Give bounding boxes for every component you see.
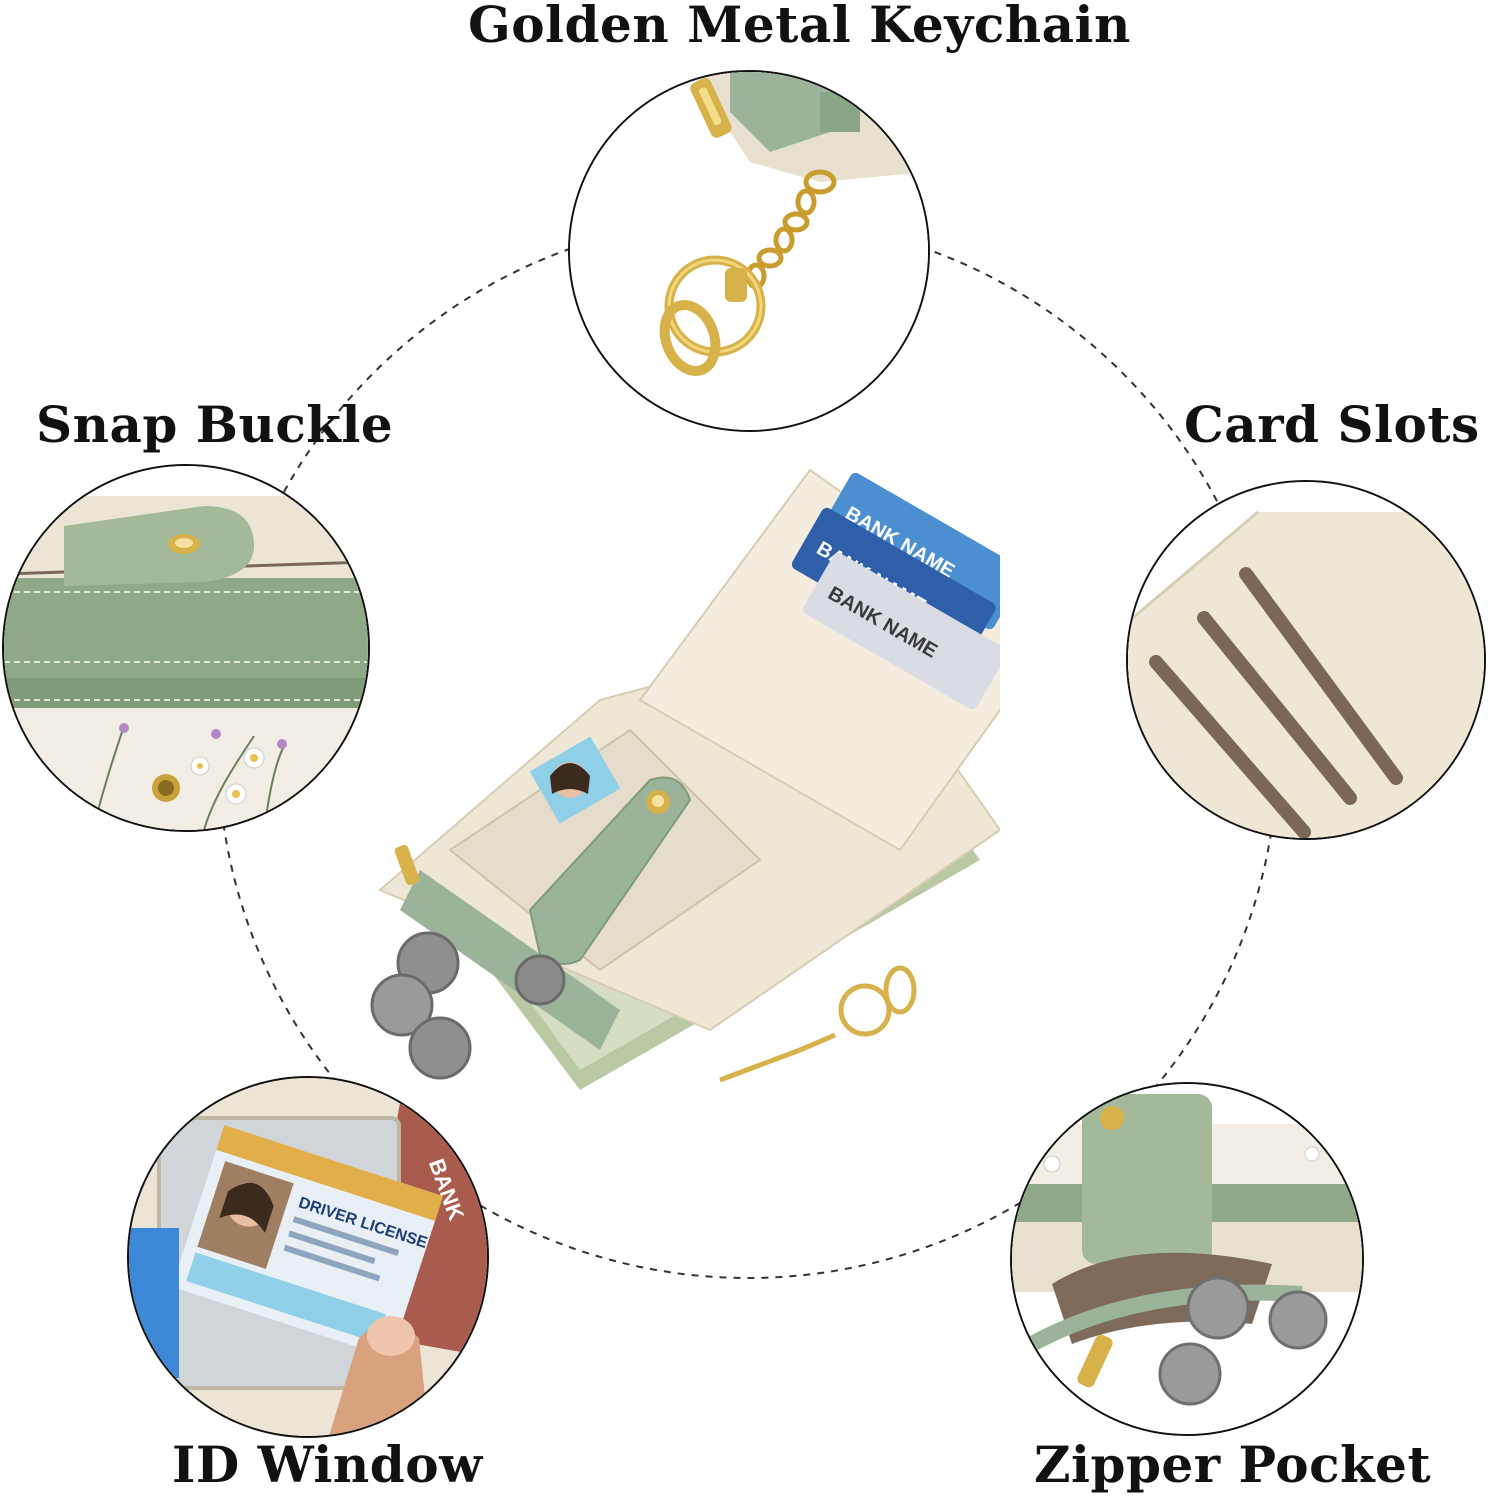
- id-window-title: ID Window: [172, 1435, 483, 1494]
- coins: [370, 931, 566, 1080]
- keychain-detail-circle: [568, 70, 930, 432]
- wallet-main-image: 100 BANK NAME BANK NAME BANK NAME: [340, 450, 1000, 1110]
- zipper-pocket-title: Zipper Pocket: [1034, 1435, 1432, 1494]
- card-slots-title: Card Slots: [1184, 395, 1480, 454]
- snap-buckle-title: Snap Buckle: [36, 395, 394, 454]
- keychain-title: Golden Metal Keychain: [468, 0, 1131, 54]
- card-slots-detail-circle: [1126, 480, 1486, 840]
- id-window-detail-circle: BANK DRIVER LICENSE: [127, 1076, 489, 1438]
- zipper-pocket-detail-circle: [1010, 1082, 1364, 1436]
- snap-buckle-detail-circle: [2, 464, 370, 832]
- main-keychain: [719, 965, 917, 1083]
